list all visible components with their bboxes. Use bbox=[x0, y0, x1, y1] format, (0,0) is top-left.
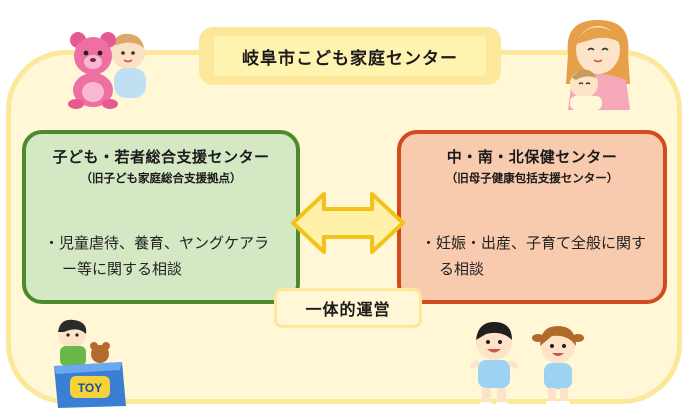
youth-support-center-description: ・児童虐待、養育、ヤングケアラー等に関する相談 bbox=[44, 234, 270, 278]
mother-and-baby-icon bbox=[566, 20, 630, 110]
youth-support-center-title: 子ども・若者総合支援センター bbox=[52, 148, 270, 166]
health-center-title: 中・南・北保健センター bbox=[446, 148, 618, 166]
two-children-icon bbox=[470, 322, 584, 408]
integrated-operation-label: 一体的運営 bbox=[274, 288, 422, 328]
health-center-box: 中・南・北保健センター （旧母子健康包括支援センター） ・妊娠・出産、子育て全般… bbox=[397, 130, 667, 304]
double-arrow-icon bbox=[291, 192, 405, 254]
child-with-toybox-icon: TOY bbox=[54, 319, 126, 408]
health-center-subtitle: （旧母子健康包括支援センター） bbox=[445, 171, 619, 185]
toybox-label: TOY bbox=[78, 381, 102, 395]
page-title: 岐阜市こども家庭センター bbox=[214, 36, 486, 76]
youth-support-center-box: 子ども・若者総合支援センター （旧子ども家庭総合支援拠点） ・児童虐待、養育、ヤ… bbox=[22, 130, 300, 304]
health-center-description: ・妊娠・出産、子育て全般に関する相談 bbox=[421, 234, 647, 278]
youth-support-center-subtitle: （旧子ども家庭総合支援拠点） bbox=[80, 171, 242, 185]
teddy-bear-and-baby-icon bbox=[68, 32, 146, 109]
